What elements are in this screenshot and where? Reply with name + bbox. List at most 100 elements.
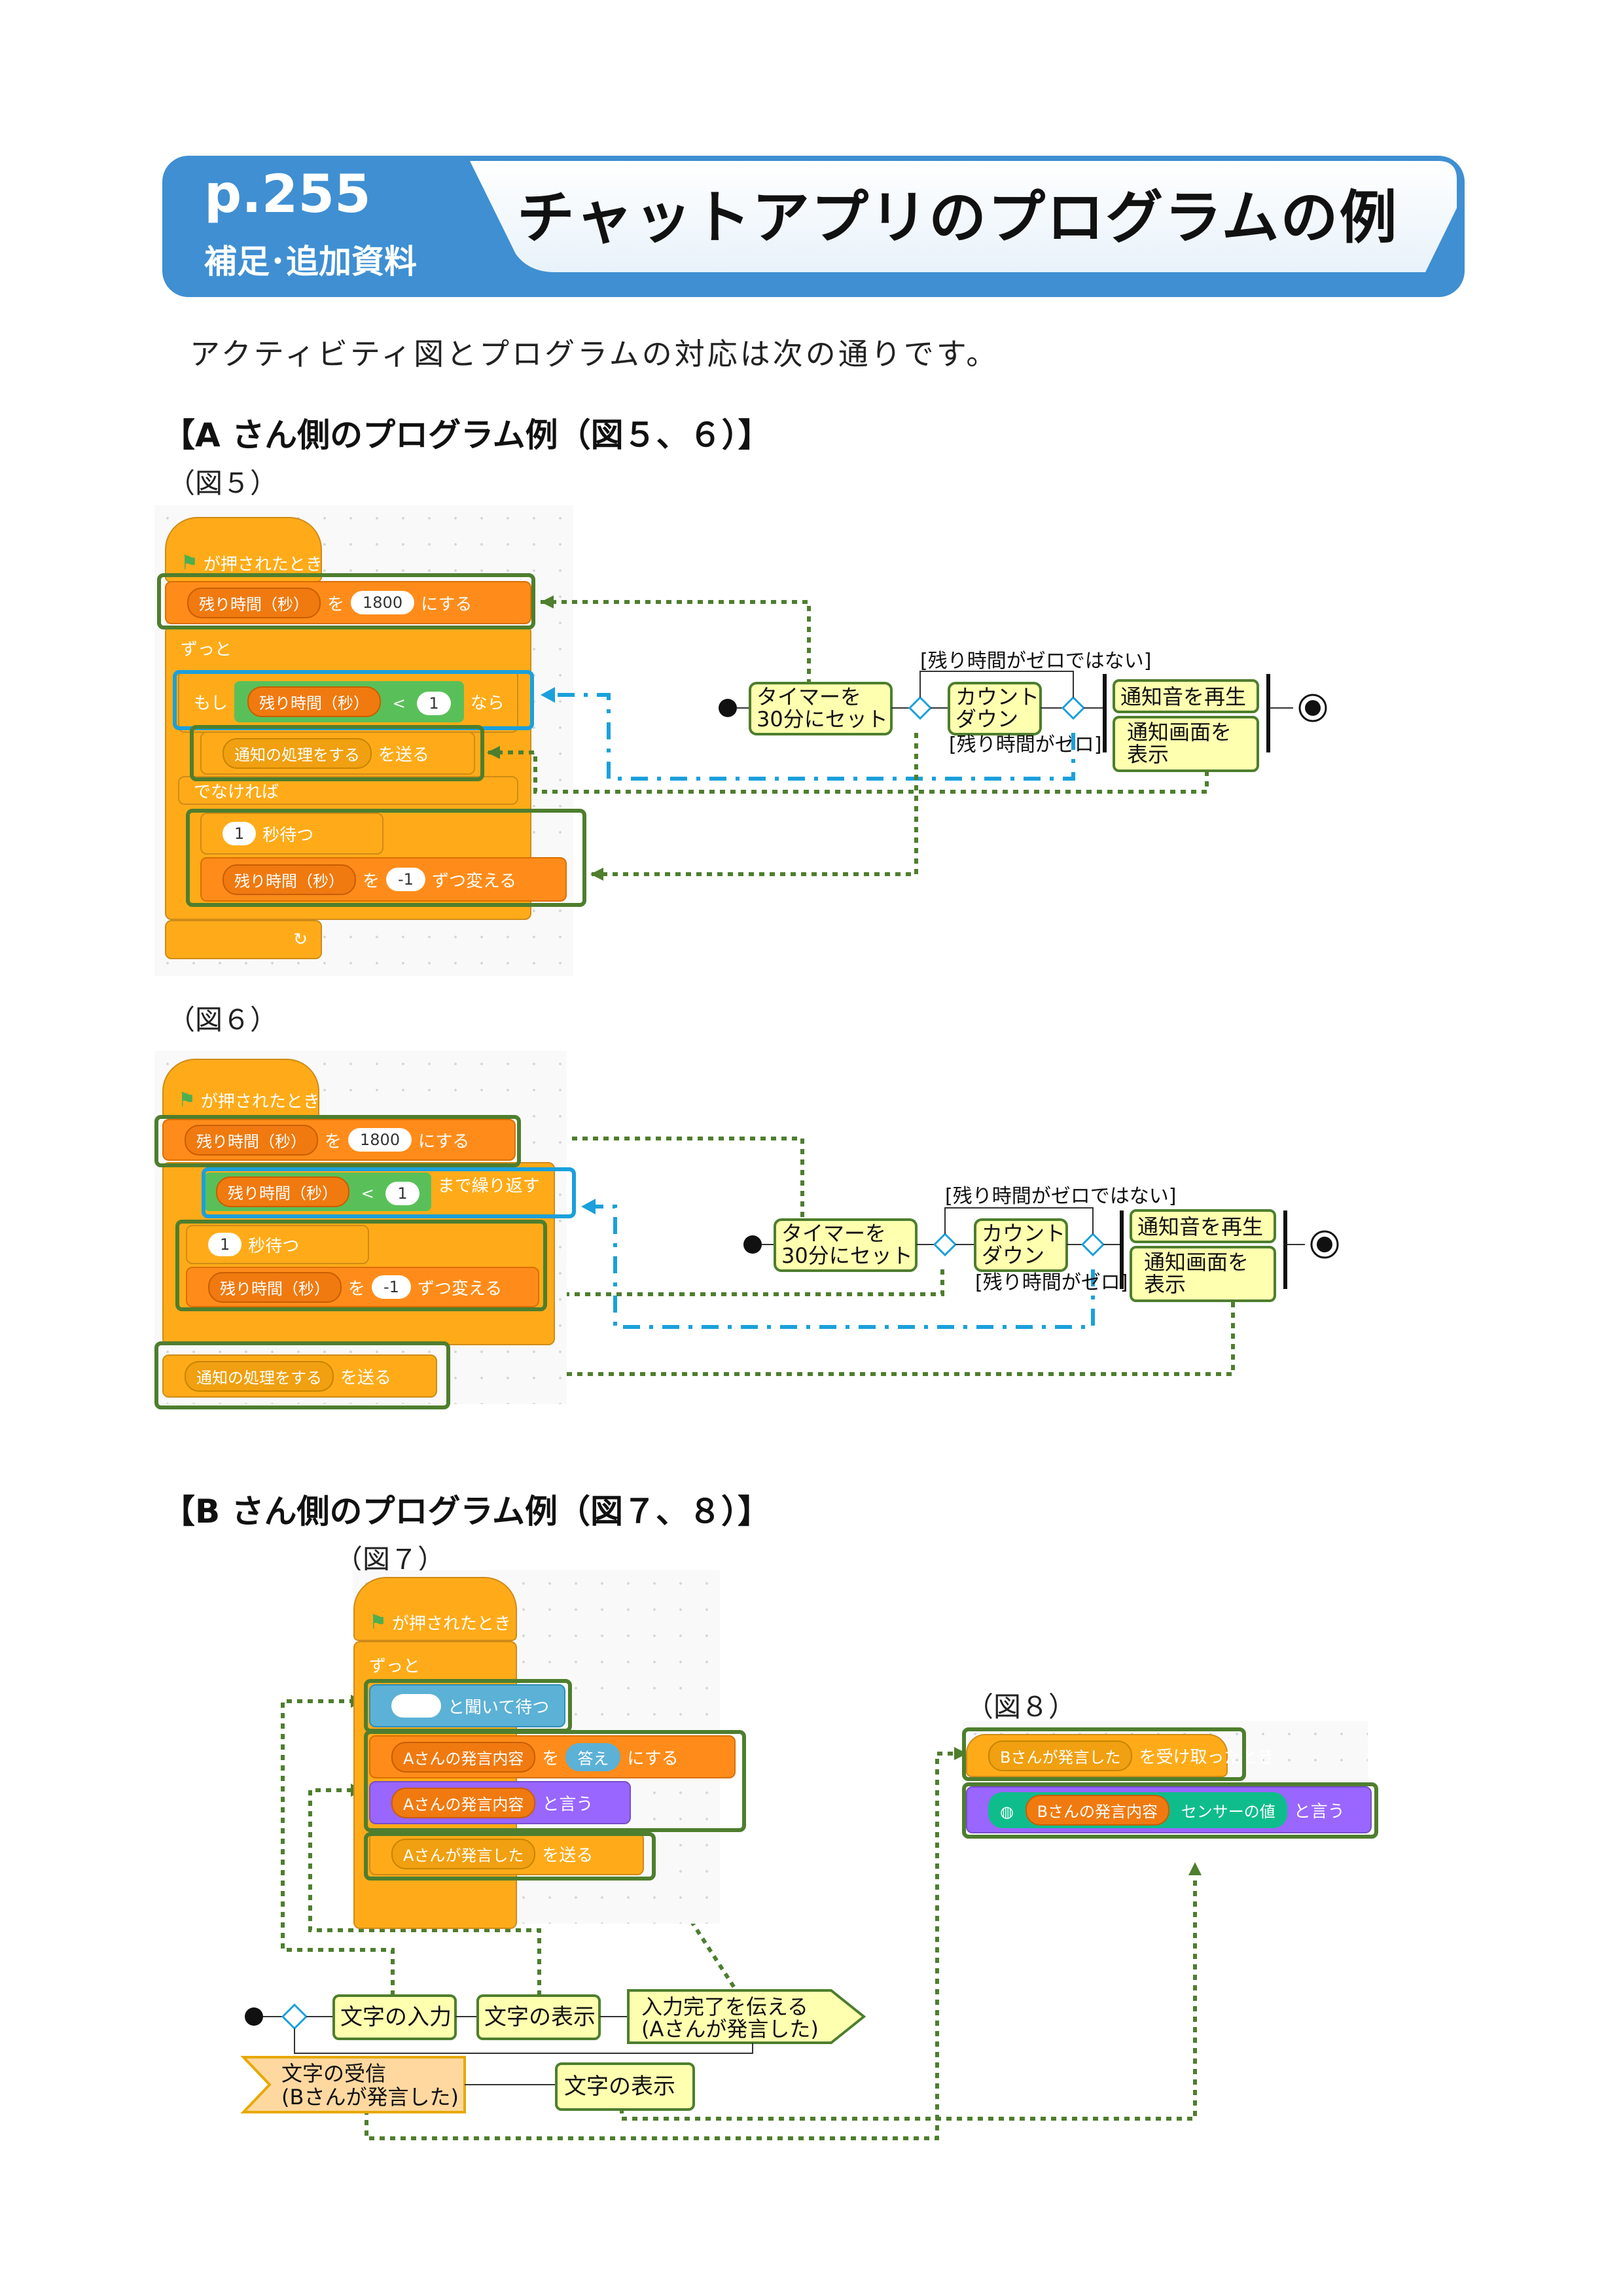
globe-icon: ◍ <box>1000 1802 1014 1821</box>
fig7-when-flag-block: ⚑ が押されたとき <box>353 1577 517 1641</box>
when-flag-label: が押されたとき <box>391 1614 511 1634</box>
ask-input[interactable] <box>391 1694 441 1718</box>
to-label: を <box>327 594 345 614</box>
var-dropdown[interactable]: 残り時間（秒） <box>208 1271 342 1303</box>
page-title: チャットアプリのプログラムの例 <box>517 184 1399 251</box>
set-to-label: にする <box>421 594 473 614</box>
fig5-highlight-broadcast <box>190 725 484 781</box>
play-sound-label: 通知音を再生 <box>1137 1214 1263 1239</box>
green-flag-icon: ⚑ <box>178 1088 196 1112</box>
initial-node <box>743 1235 762 1254</box>
char-display2-action <box>555 2062 695 2111</box>
fig7-say-block: Aさんの発言内容 と言う <box>369 1781 631 1824</box>
to-label: を <box>363 871 380 891</box>
fig6-caption: （図６） <box>168 1004 278 1036</box>
fig5-change-var-block: 残り時間（秒） を -1 ずつ変える <box>200 857 567 902</box>
send-label: を送る <box>340 1368 392 1388</box>
timer-set-line2: 30分にセット <box>757 707 888 732</box>
forever-label: ずっと <box>369 1657 421 1676</box>
green-flag-icon: ⚑ <box>181 551 198 574</box>
value-input[interactable]: 1 <box>208 1233 242 1256</box>
less-than: < <box>361 1184 374 1203</box>
receive-signal-action <box>240 2056 466 2113</box>
fig5-caption: （図５） <box>168 467 278 499</box>
green-flag-icon: ⚑ <box>369 1610 387 1634</box>
sensor-reporter: ◍ Bさんの発言内容 センサーの値 <box>988 1792 1287 1828</box>
var-dropdown[interactable]: 残り時間（秒） <box>187 587 321 618</box>
fig7-set-var-block: Aさんの発言内容 を 答え にする <box>369 1735 736 1778</box>
fig7-ask-block: と聞いて待つ <box>369 1684 565 1727</box>
value-input[interactable]: 1800 <box>351 591 415 614</box>
initial-node <box>719 699 737 717</box>
fig6-activity-diagram: タイマーを 30分にセット カウント ダウン [残り時間がゼロではない] [残り… <box>743 1185 1339 1302</box>
merge-node <box>281 2003 308 2030</box>
message-dropdown[interactable]: Bさんが発言した <box>988 1740 1133 1771</box>
var-reporter: Aさんの発言内容 <box>391 1787 536 1818</box>
forever-label: ずっと <box>181 640 232 660</box>
compare-op: 残り時間（秒） < 1 <box>234 680 464 722</box>
decision-node <box>1061 696 1086 720</box>
intro-text: アクティビティ図とプログラムの対応は次の通りです。 <box>190 336 999 372</box>
value-input[interactable]: -1 <box>372 1275 411 1299</box>
char-input-label: 文字の入力 <box>340 2004 452 2030</box>
show-notice-action <box>1130 1246 1276 1302</box>
send-label: を送る <box>378 745 430 765</box>
var-dropdown[interactable]: 残り時間（秒） <box>223 864 356 895</box>
value-input[interactable]: 1 <box>385 1182 419 1205</box>
merge-node <box>933 1232 957 1257</box>
value-input[interactable]: 1800 <box>348 1128 412 1152</box>
timer-set-line2: 30分にセット <box>781 1243 913 1268</box>
guard-not-zero: [残り時間がゼロではない] <box>945 1185 1176 1208</box>
ask-wait-label: と聞いて待つ <box>448 1697 550 1718</box>
fig6-set-var-block: 残り時間（秒） を 1800 にする <box>162 1119 516 1161</box>
loop-arrow-icon: ↻ <box>293 930 308 949</box>
to-label: を <box>325 1131 342 1152</box>
fig5-highlight-set <box>157 573 535 629</box>
var-dropdown[interactable]: 残り時間（秒） <box>216 1176 349 1207</box>
fig6-highlight-repeat <box>202 1167 576 1218</box>
message-dropdown[interactable]: 通知の処理をする <box>185 1360 334 1392</box>
countdown-line2: ダウン <box>982 1243 1044 1268</box>
fig6-when-flag-block: ⚑ が押されたとき <box>162 1059 320 1119</box>
fig8-say-block: ◍ Bさんの発言内容 センサーの値 と言う <box>966 1786 1372 1833</box>
show-notice-line2: 表示 <box>1144 1272 1186 1297</box>
fig5-if-block: もし 残り時間（秒） < 1 なら <box>178 670 518 733</box>
send-label: を送る <box>542 1845 594 1865</box>
message-dropdown[interactable]: Aさんが発言した <box>391 1838 536 1869</box>
guard-not-zero: [残り時間がゼロではない] <box>920 650 1151 673</box>
value-input[interactable]: -1 <box>386 868 425 891</box>
fig6-highlight-set <box>154 1115 521 1167</box>
when-flag-label: が押されたとき <box>200 1091 320 1112</box>
change-by-label: ずつ変える <box>417 1279 503 1299</box>
fig7-highlight-set-say <box>364 1730 746 1832</box>
fig6-wait-block: 1 秒待つ <box>186 1225 369 1264</box>
fig5-highlight-wait-change <box>186 809 586 907</box>
var-dropdown[interactable]: 残り時間（秒） <box>185 1124 318 1156</box>
play-sound-action <box>1130 1209 1276 1243</box>
page-subtitle: 補足･追加資料 <box>204 243 417 281</box>
receive-line1: 文字の受信 <box>281 2061 386 2086</box>
sensor-value-label: センサーの値 <box>1181 1802 1275 1821</box>
repeat-until-label: まで繰り返す <box>437 1176 540 1196</box>
fig5-highlight-if <box>173 670 534 730</box>
value-input[interactable]: 1 <box>417 691 451 715</box>
guard-zero: [残り時間がゼロ] <box>975 1271 1128 1294</box>
countdown-line1: カウント <box>955 684 1039 709</box>
value-input[interactable]: 1 <box>223 822 257 845</box>
guard-zero: [残り時間がゼロ] <box>949 733 1101 756</box>
var-dropdown[interactable]: 残り時間（秒） <box>247 686 382 717</box>
fig7-highlight-broadcast <box>364 1832 656 1881</box>
var-dropdown[interactable]: Aさんの発言内容 <box>391 1741 536 1773</box>
decision-node <box>1080 1232 1105 1257</box>
answer-reporter: 答え <box>565 1742 621 1771</box>
else-label: でなければ <box>194 782 279 802</box>
say-label: と言う <box>542 1794 594 1814</box>
fig6-broadcast-block: 通知の処理をする を送る <box>162 1354 437 1398</box>
fig8-caption: （図８） <box>966 1691 1077 1723</box>
play-sound-action <box>1113 679 1259 713</box>
message-dropdown[interactable]: 通知の処理をする <box>223 737 372 769</box>
var-dropdown[interactable]: Bさんの発言内容 <box>1025 1794 1170 1826</box>
if-label: もし <box>194 693 228 713</box>
timer-set-line1: タイマーを <box>757 684 861 709</box>
send-done-line2: (Aさんが発言した) <box>641 2017 819 2041</box>
